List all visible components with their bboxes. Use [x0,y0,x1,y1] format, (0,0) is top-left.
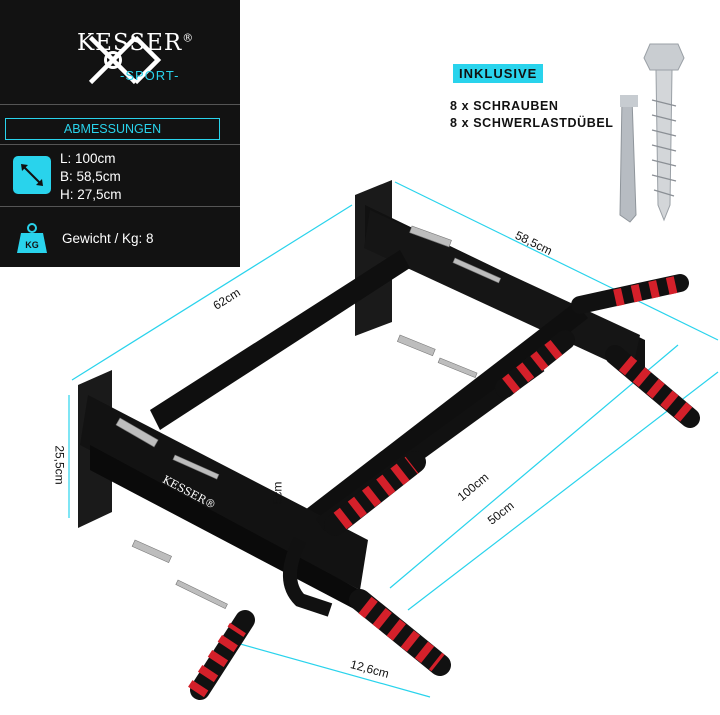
center-grips [324,330,575,536]
dimensions-icon [13,156,51,194]
inklusive-dowels: 8 x SCHWERLASTDÜBEL [450,116,614,130]
brand-subtitle: -SPORT- [120,68,180,83]
rail-right [292,302,588,540]
weight-label: Gewicht / Kg: 8 [62,231,154,246]
svg-text:KG: KG [25,240,39,250]
dimensions-values: L: 100cm B: 58,5cm H: 27,5cm [60,151,122,202]
back-handle [571,274,700,428]
screw-illustration [643,43,685,222]
front-handle [188,589,451,700]
back-bar [364,210,640,372]
dowel-illustration [619,95,638,223]
spec-panel: KESSER® -SPORT- ABMESSUNGEN L: 100cm B: … [0,0,240,267]
dim-25-5: 25,5cm [52,445,67,485]
brand-logo-icon [88,35,162,85]
dimension-lines [68,181,719,698]
brand-name: KESSER® [77,30,195,56]
center-bar [283,536,333,617]
inklusive-badge: INKLUSIVE [453,64,544,83]
screws-and-dowels-on-bar [115,225,502,610]
dim-5: 5cm [270,481,285,505]
dimensions-title: ABMESSUNGEN [5,118,220,140]
weight-icon: KG [13,219,51,257]
inklusive-screws: 8 x SCHRAUBEN [450,99,559,113]
rail-left [150,250,410,430]
